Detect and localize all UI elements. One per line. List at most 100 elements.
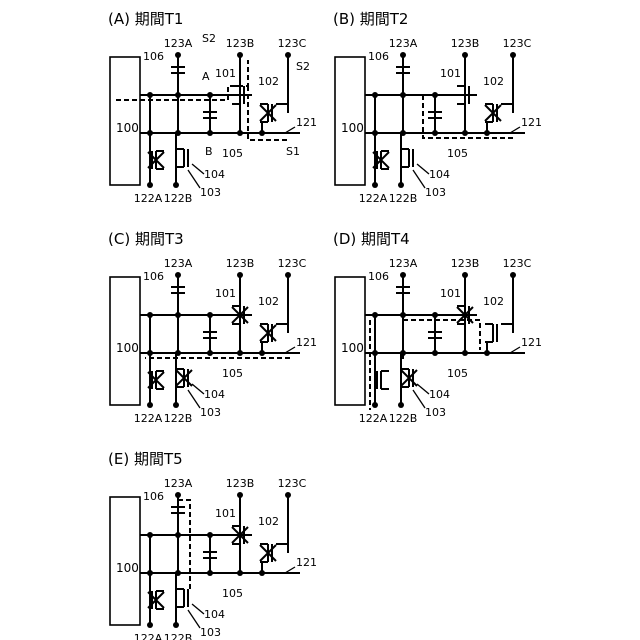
terminal-123c — [510, 52, 516, 58]
label-122a: 122A — [134, 192, 163, 205]
label-123b: 123B — [451, 257, 480, 270]
panel-c: (C) 期間T3100123A123B123C10610510110212112… — [108, 230, 317, 425]
label-103: 103 — [425, 406, 446, 419]
leader-104 — [192, 384, 204, 394]
junction-dot — [175, 92, 181, 98]
label-106: 106 — [368, 270, 389, 283]
label-123b: 123B — [226, 37, 255, 50]
label-105: 105 — [447, 367, 468, 380]
terminal-123a — [175, 272, 181, 278]
label-101: 101 — [440, 67, 461, 80]
terminal-122b — [173, 402, 179, 408]
leader-103 — [188, 170, 200, 188]
label-a: A — [202, 70, 210, 83]
label-102: 102 — [258, 295, 279, 308]
label-105: 105 — [447, 147, 468, 160]
terminal-122b — [398, 402, 404, 408]
label-123b: 123B — [226, 477, 255, 490]
transistor-104 — [176, 149, 188, 167]
label-101: 101 — [215, 507, 236, 520]
terminal-123b — [462, 272, 468, 278]
leader-104 — [192, 604, 204, 614]
label-121: 121 — [296, 556, 317, 569]
panel-title: (B) 期間T2 — [333, 10, 408, 28]
panel-title: (E) 期間T5 — [108, 450, 183, 468]
leader-103 — [188, 610, 200, 628]
current-path — [403, 320, 480, 350]
label-102: 102 — [483, 75, 504, 88]
label-123a: 123A — [164, 477, 193, 490]
label-123a: 123A — [389, 257, 418, 270]
label-123c: 123C — [278, 37, 307, 50]
panel-b: (B) 期間T2100123A123B123C10610510110212112… — [333, 10, 542, 205]
panel-d: (D) 期間T4100123A123B123C10610510110212112… — [333, 230, 542, 425]
label-101: 101 — [215, 287, 236, 300]
terminal-123c — [285, 52, 291, 58]
leader-104 — [192, 164, 204, 174]
panel-e: (E) 期間T5100123A123B123C10610510110212112… — [108, 450, 317, 640]
transistor-104 — [401, 149, 413, 167]
label-123c: 123C — [503, 257, 532, 270]
label-106: 106 — [143, 270, 164, 283]
label-100: 100 — [116, 121, 139, 135]
terminal-123a — [175, 52, 181, 58]
label-100: 100 — [341, 341, 364, 355]
label-122b: 122B — [389, 412, 418, 425]
terminal-122b — [398, 182, 404, 188]
terminal-123a — [400, 52, 406, 58]
label-104: 104 — [204, 388, 225, 401]
junction-dot — [400, 92, 406, 98]
panel-title: (D) 期間T4 — [333, 230, 410, 248]
junction-dot — [175, 312, 181, 318]
label-s2-top: S2 — [202, 32, 216, 45]
label-105: 105 — [222, 147, 243, 160]
label-123c: 123C — [278, 257, 307, 270]
label-122b: 122B — [389, 192, 418, 205]
label-123a: 123A — [164, 257, 193, 270]
leader-103 — [413, 390, 425, 408]
terminal-123b — [237, 272, 243, 278]
label-102: 102 — [258, 75, 279, 88]
label-123a: 123A — [164, 37, 193, 50]
panel-title: (C) 期間T3 — [108, 230, 184, 248]
label-121: 121 — [521, 116, 542, 129]
label-123c: 123C — [503, 37, 532, 50]
terminal-122a — [147, 402, 153, 408]
label-105: 105 — [222, 587, 243, 600]
label-101: 101 — [440, 287, 461, 300]
label-102: 102 — [258, 515, 279, 528]
label-121: 121 — [296, 336, 317, 349]
terminal-123c — [285, 272, 291, 278]
terminal-123c — [285, 492, 291, 498]
terminal-122a — [147, 622, 153, 628]
label-s2-right: S2 — [296, 60, 310, 73]
label-104: 104 — [429, 388, 450, 401]
label-103: 103 — [200, 626, 221, 639]
label-122a: 122A — [359, 192, 388, 205]
transistor-102 — [485, 324, 497, 342]
terminal-122a — [372, 402, 378, 408]
label-104: 104 — [429, 168, 450, 181]
label-s1: S1 — [286, 145, 300, 158]
panel-a: (A) 期間T1100123A123B123C10610510110212112… — [108, 10, 317, 205]
terminal-122b — [173, 622, 179, 628]
label-122a: 122A — [359, 412, 388, 425]
label-122a: 122A — [134, 632, 163, 640]
leader-103 — [413, 170, 425, 188]
terminal-123c — [510, 272, 516, 278]
label-100: 100 — [116, 341, 139, 355]
label-103: 103 — [425, 186, 446, 199]
label-121: 121 — [521, 336, 542, 349]
label-103: 103 — [200, 406, 221, 419]
label-122b: 122B — [164, 412, 193, 425]
leader-103 — [188, 390, 200, 408]
panel-title: (A) 期間T1 — [108, 10, 183, 28]
label-103: 103 — [200, 186, 221, 199]
label-123c: 123C — [278, 477, 307, 490]
label-123a: 123A — [389, 37, 418, 50]
junction-dot — [175, 532, 181, 538]
terminal-123b — [237, 492, 243, 498]
label-123b: 123B — [226, 257, 255, 270]
terminal-123a — [175, 492, 181, 498]
